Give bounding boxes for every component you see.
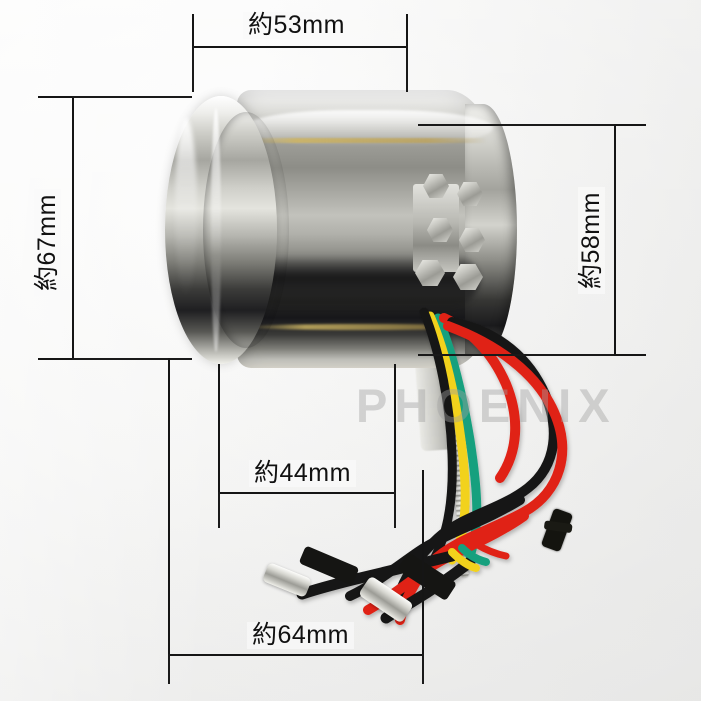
terminal-nut: [457, 182, 483, 206]
dim-53-tick-left: [192, 14, 194, 46]
terminal-nut: [415, 260, 445, 286]
bullet-connector: [261, 562, 313, 598]
dim-67-ext-bottom: [72, 358, 192, 360]
dim-53-ext-right: [406, 46, 408, 92]
dim-64-tick-left: [168, 654, 170, 684]
zip-tie: [540, 507, 574, 553]
dim-58-ext-bottom: [418, 354, 614, 356]
terminal-nut: [427, 218, 453, 242]
dim-67-ext-top: [72, 96, 192, 98]
dim-64-line: [168, 654, 424, 656]
dim-44-tick-right: [394, 492, 396, 528]
barrel-gold-reflection-bottom: [245, 324, 485, 330]
dim-58-line: [614, 124, 616, 356]
dim-67-tick-top: [38, 96, 72, 98]
dim-67-tick-bottom: [38, 358, 72, 360]
dim-67-line: [72, 96, 74, 360]
dim-53-label: 約53mm: [243, 12, 350, 39]
bullet-connector: [358, 575, 414, 624]
dim-53-ext-left: [192, 46, 194, 92]
dim-58-ext-top: [418, 124, 614, 126]
dim-53-tick-right: [406, 14, 408, 46]
dim-53-line: [192, 46, 408, 48]
barrel-gold-reflection-top: [249, 138, 487, 143]
dim-64-label: 約64mm: [247, 622, 354, 649]
dim-64-ext-right: [422, 470, 424, 654]
bezel-lip-highlight: [211, 108, 221, 352]
dim-58-tick-bottom: [614, 354, 646, 356]
bullet-sheath: [396, 551, 458, 602]
dim-64-tick-right: [422, 654, 424, 684]
gauge-product-photo: [165, 78, 585, 578]
dim-44-ext-right: [394, 364, 396, 492]
dim-44-tick-left: [218, 492, 220, 528]
terminal-nut: [459, 228, 485, 252]
dim-44-label: 約44mm: [249, 460, 356, 487]
dim-64-ext-left: [168, 358, 170, 654]
bezel-specular-highlight: [175, 118, 197, 298]
dim-58-label: 約58mm: [577, 187, 605, 294]
dim-58-tick-top: [614, 124, 646, 126]
dim-44-ext-left: [218, 364, 220, 492]
dim-44-line: [218, 492, 396, 494]
wire-red-stub: [472, 540, 510, 560]
terminal-nut: [453, 264, 483, 290]
dim-67-label: 約67mm: [33, 189, 61, 296]
terminal-nut: [423, 174, 449, 198]
